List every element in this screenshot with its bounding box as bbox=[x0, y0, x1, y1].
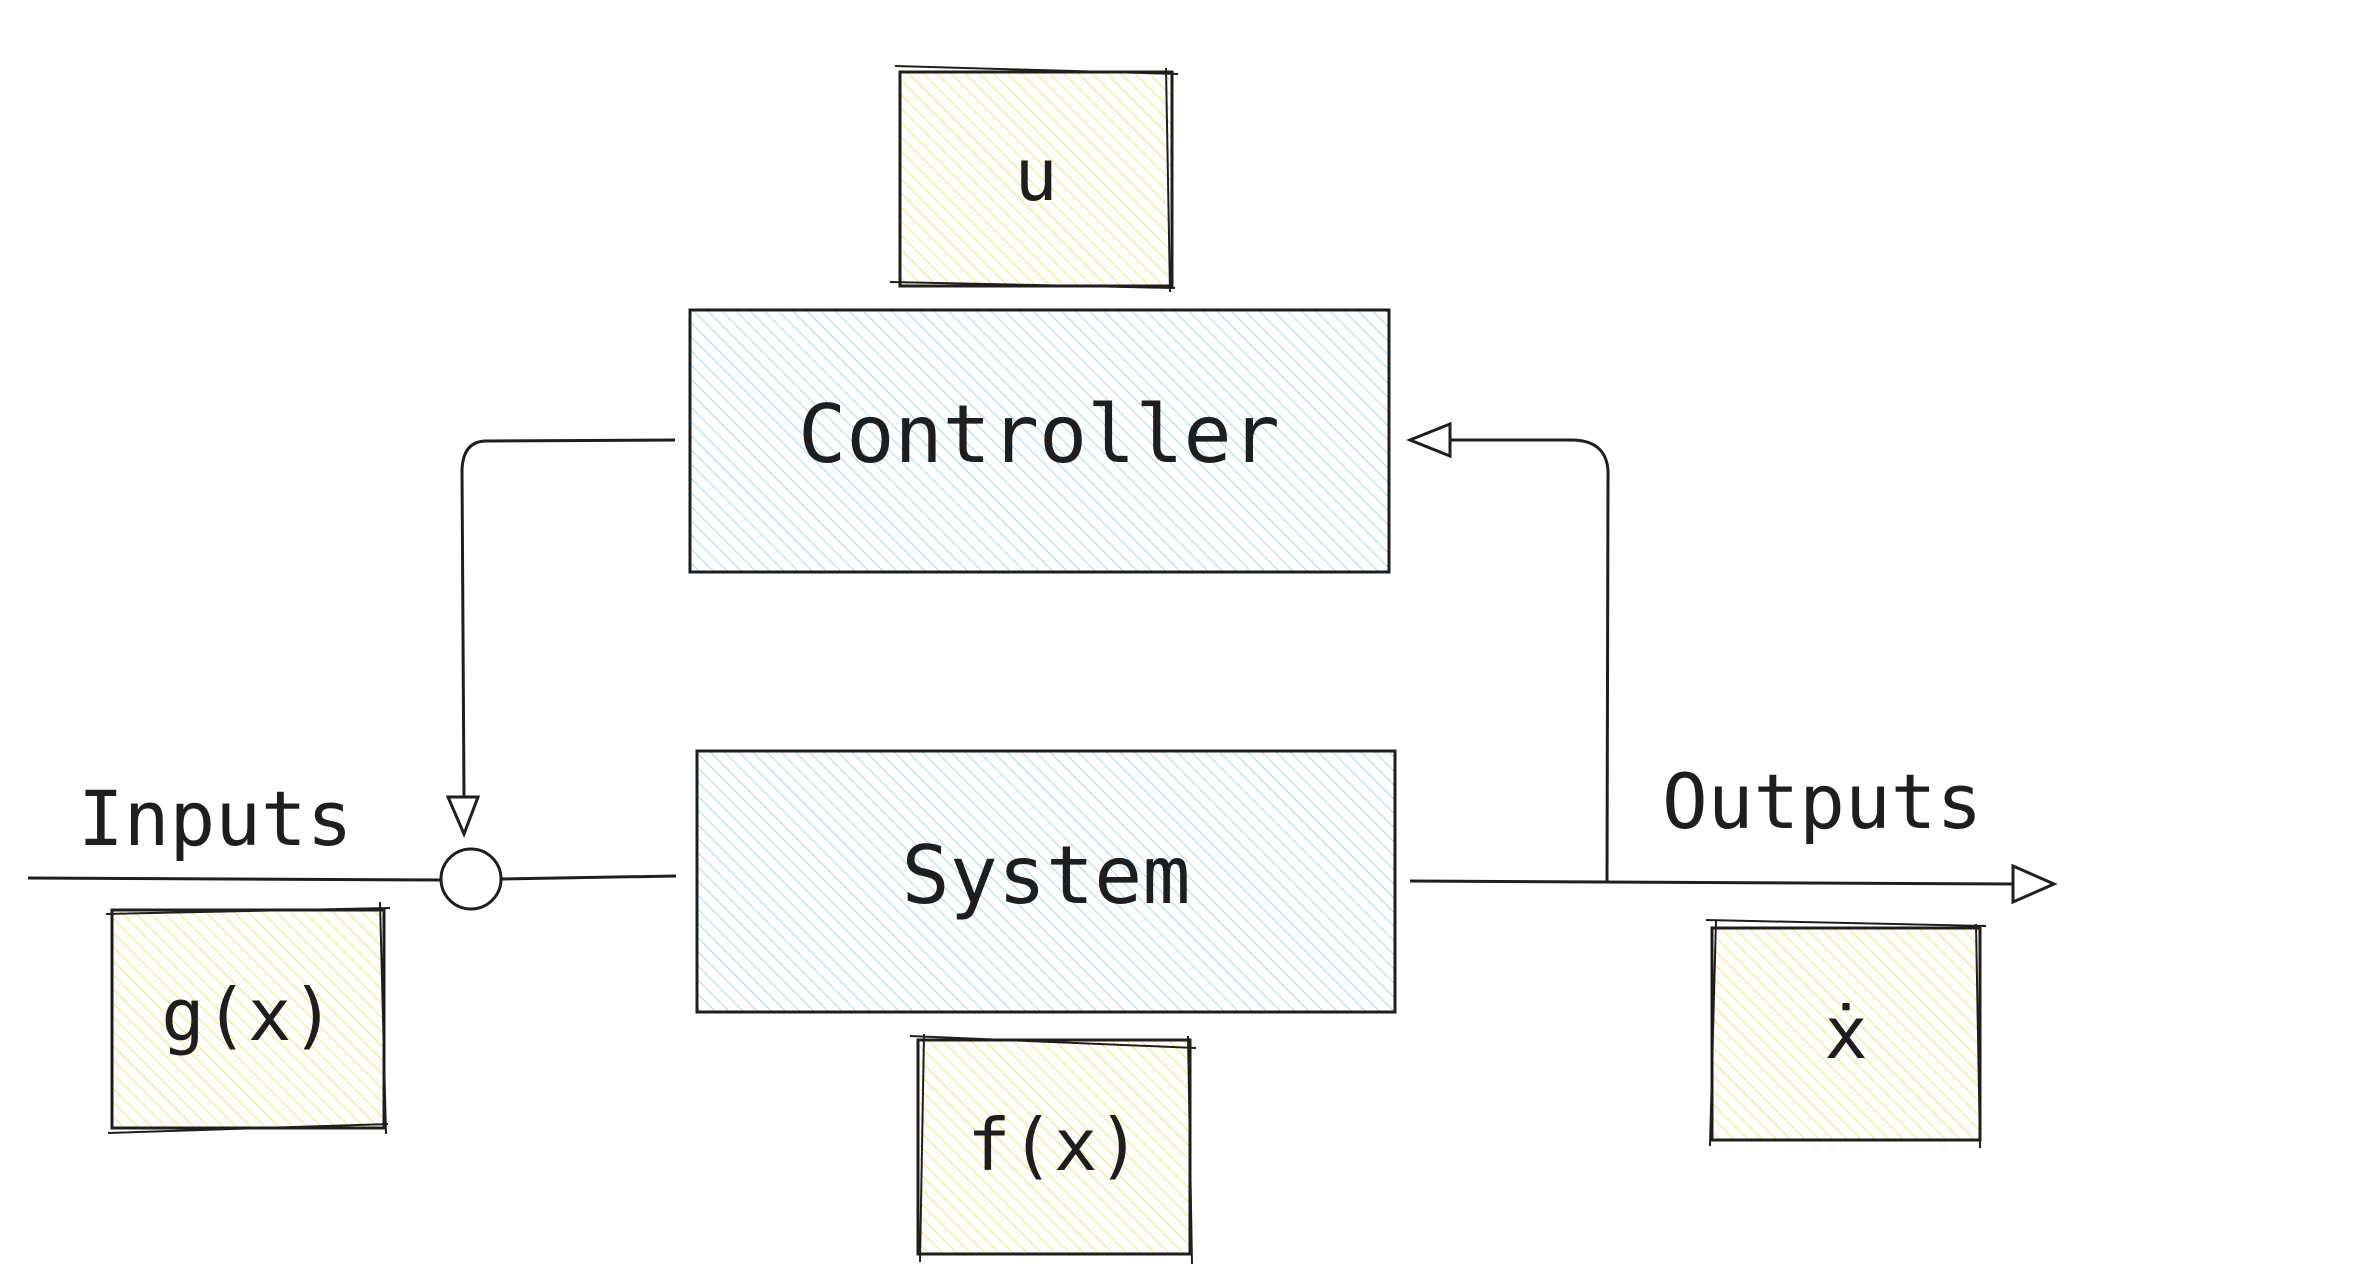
summing-junction[interactable] bbox=[439, 847, 503, 911]
f-label: f(x) bbox=[967, 1103, 1140, 1187]
u-block[interactable]: u bbox=[889, 65, 1179, 293]
controller-label: Controller bbox=[798, 388, 1280, 481]
output-arrow bbox=[1409, 863, 2058, 905]
g-label: g(x) bbox=[161, 973, 334, 1057]
u-label: u bbox=[1014, 133, 1057, 217]
g-block[interactable]: g(x) bbox=[105, 901, 391, 1135]
outputs-label: Outputs bbox=[1662, 757, 1982, 846]
system-block[interactable]: System bbox=[695, 749, 1397, 1014]
xdot-label: ẋ bbox=[1824, 991, 1867, 1075]
inputs-label: Inputs bbox=[78, 774, 353, 863]
system-label: System bbox=[902, 829, 1191, 922]
feedback-arrow bbox=[1405, 421, 1610, 882]
f-block[interactable]: f(x) bbox=[909, 1033, 1197, 1265]
controller-to-junction-arrow bbox=[445, 438, 676, 838]
xdot-block[interactable]: ẋ bbox=[1705, 919, 1987, 1149]
controller-block[interactable]: Controller bbox=[688, 308, 1391, 574]
input-line bbox=[27, 874, 677, 882]
